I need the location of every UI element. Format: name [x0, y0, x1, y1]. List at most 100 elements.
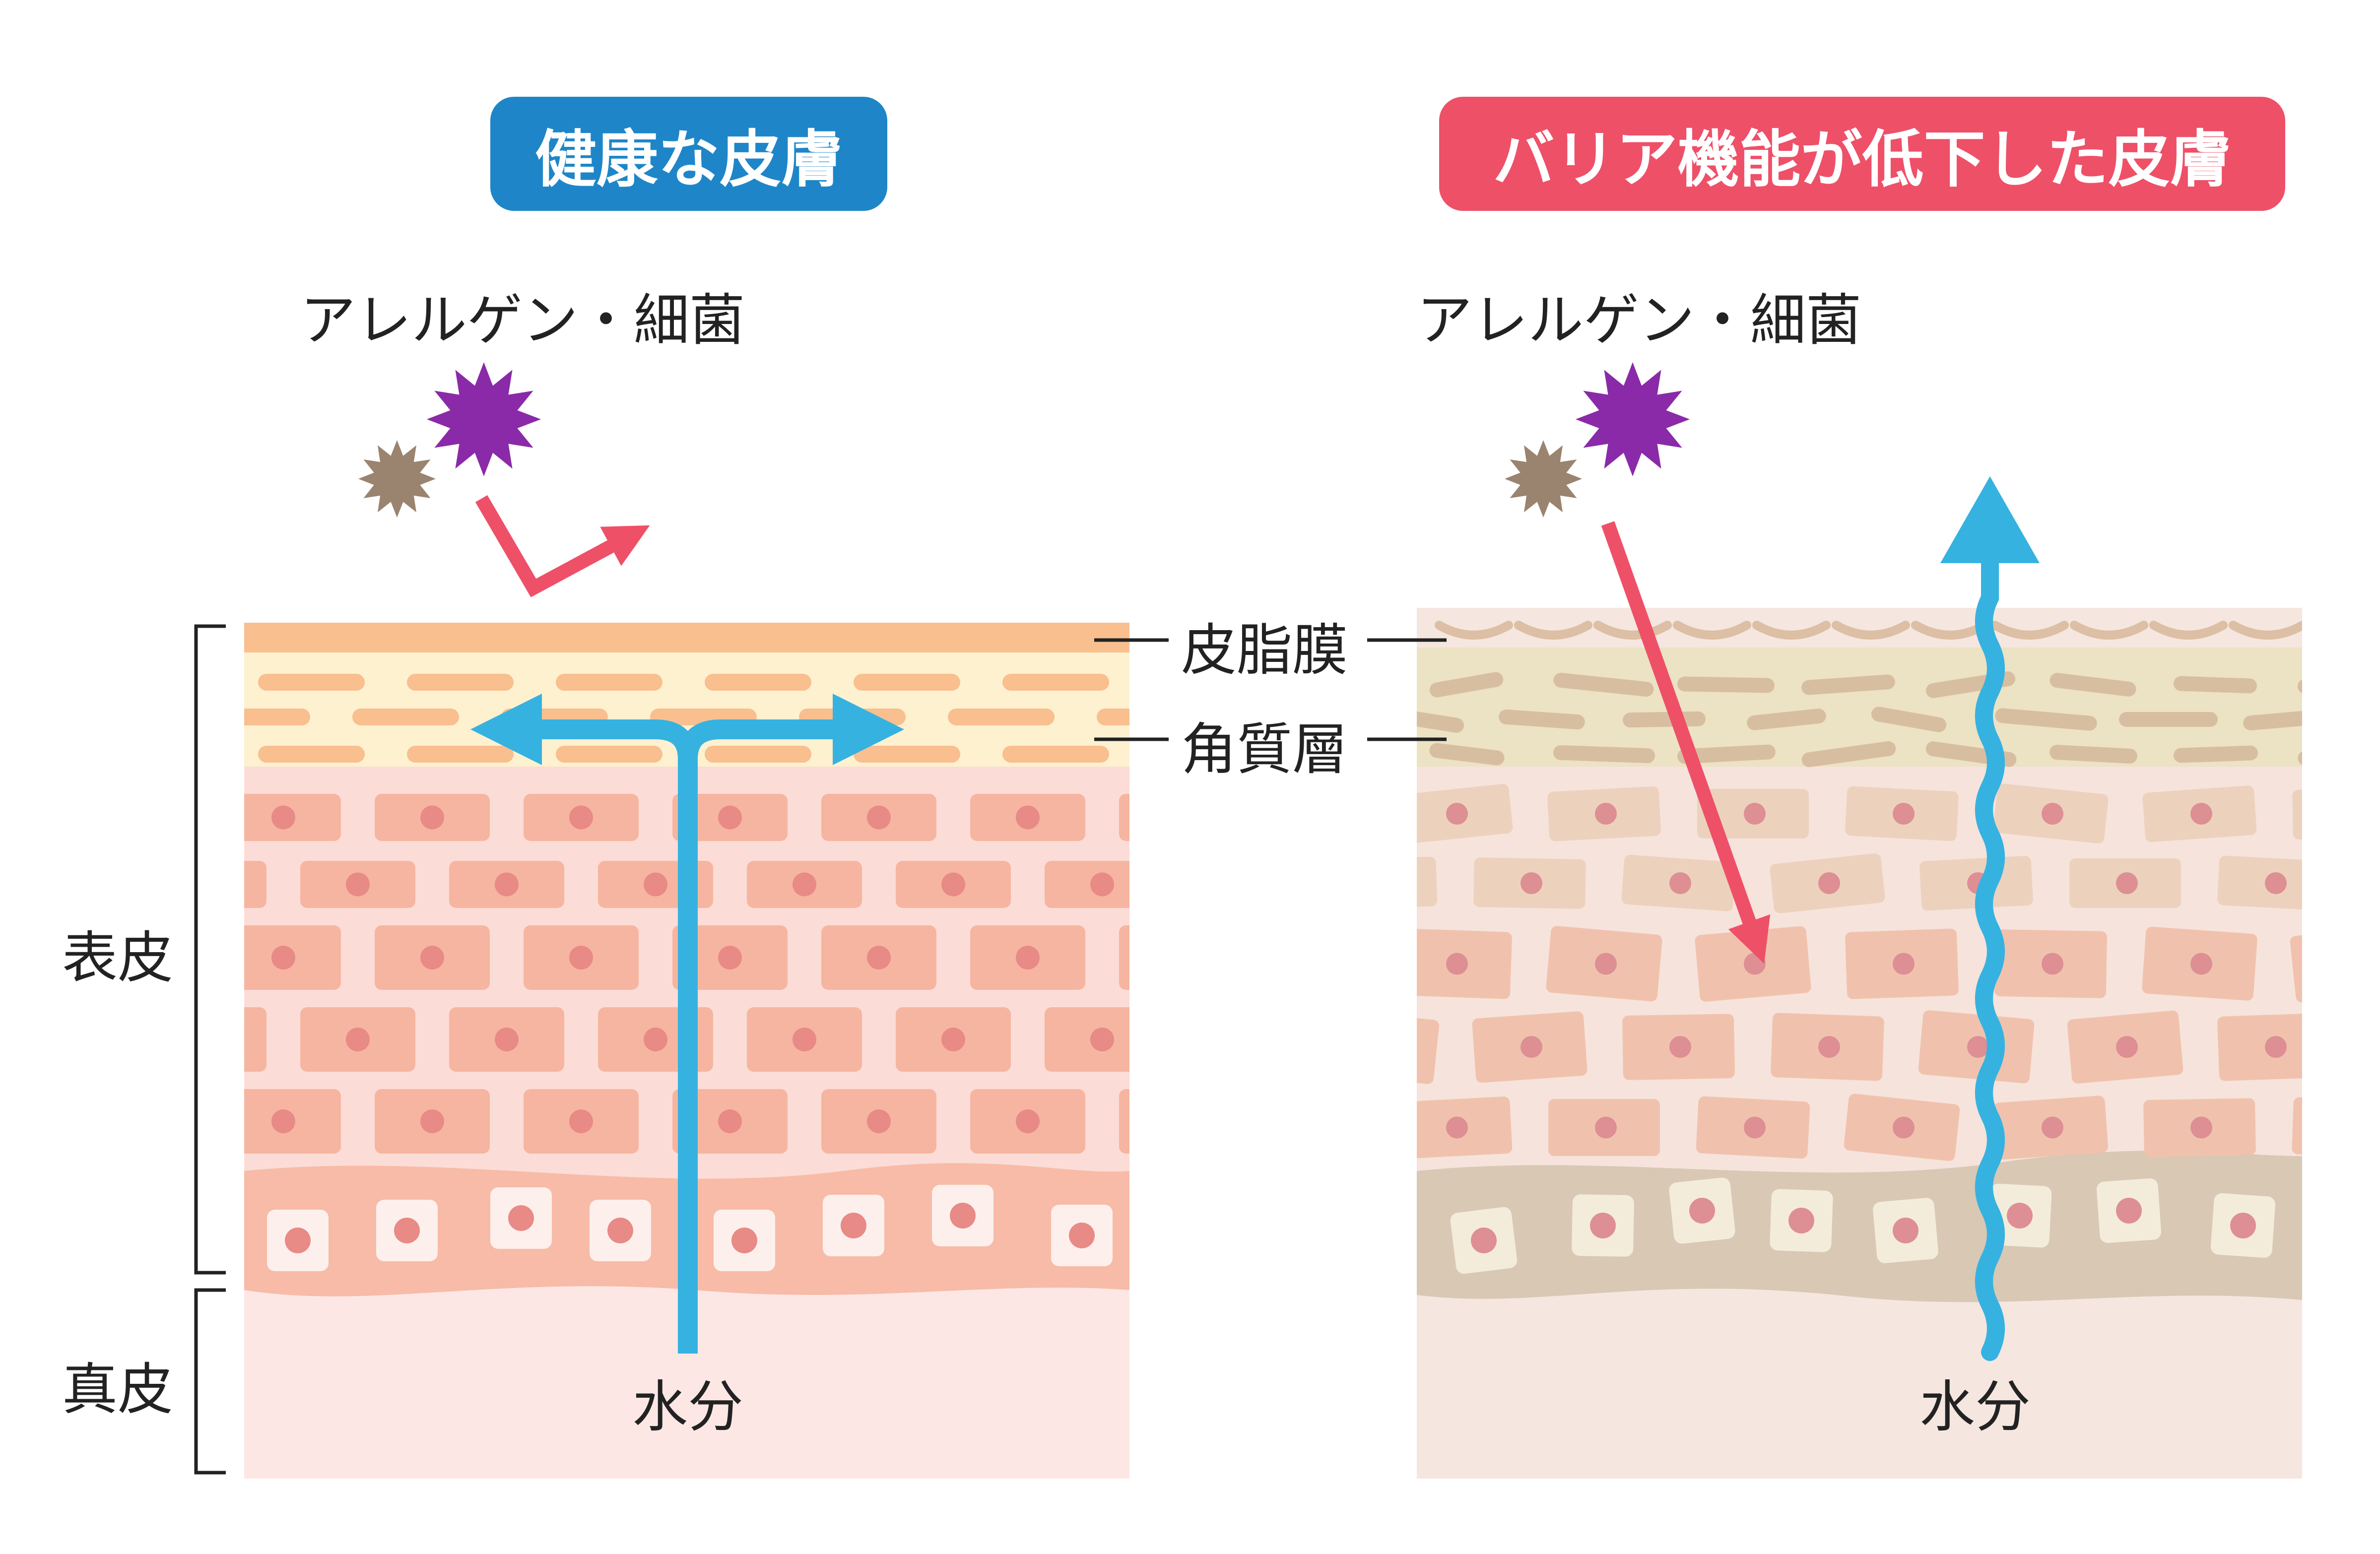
cell-nucleus	[1016, 805, 1040, 830]
sebum-flake	[1752, 621, 1831, 640]
cell-nucleus	[607, 1218, 633, 1243]
epidermis-bracket	[194, 624, 226, 1275]
corneum-flake	[2049, 673, 2136, 697]
cell-nucleus	[495, 872, 519, 897]
cell-nucleus	[1744, 953, 1766, 975]
cell-nucleus	[2339, 803, 2361, 825]
cell-nucleus	[718, 805, 742, 830]
cell-nucleus	[197, 1028, 221, 1051]
corneum-flake	[258, 674, 365, 691]
corneum-flake	[854, 746, 960, 763]
cell-nucleus	[793, 1028, 816, 1051]
healthy-sebum-film	[244, 623, 1129, 652]
corneum-flake	[1429, 672, 1504, 698]
corneum-flake	[2298, 675, 2302, 694]
cell-nucleus	[731, 1228, 757, 1253]
epidermis-cell	[1119, 925, 1129, 990]
cell-nucleus	[271, 1109, 295, 1133]
cell-nucleus	[1689, 1198, 1715, 1224]
corneum-flake	[948, 709, 1055, 725]
cell-nucleus	[1595, 803, 1617, 825]
cell-nucleus	[2190, 1116, 2212, 1139]
epidermis-cell	[244, 1007, 266, 1072]
corneum-flake	[556, 674, 662, 691]
dermis-bracket	[194, 1288, 226, 1475]
corneum-flake	[705, 674, 811, 691]
damaged-sebum-flakes	[1435, 621, 2302, 640]
cell-nucleus	[2042, 1116, 2063, 1139]
healthy-basal-cells	[267, 1185, 1113, 1271]
cell-nucleus	[1669, 872, 1691, 894]
cell-nucleus	[2339, 1117, 2361, 1139]
corneum-flake	[2049, 745, 2137, 764]
cell-nucleus	[1818, 872, 1840, 894]
sebum-flake	[2070, 621, 2148, 640]
cell-nucleus	[1446, 803, 1468, 825]
sebum-flake	[1593, 621, 1672, 640]
sebum-label: 皮脂膜	[1181, 618, 1348, 683]
cell-nucleus	[285, 1228, 311, 1253]
allergen-star-icon	[427, 362, 541, 476]
cell-nucleus	[1595, 953, 1617, 975]
cell-nucleus	[2007, 1203, 2033, 1229]
cell-nucleus	[2042, 803, 2063, 825]
cell-nucleus	[271, 946, 295, 970]
corneum-flake	[1677, 744, 1776, 764]
cell-nucleus	[1372, 872, 1393, 894]
stratum-corneum-label: 角質層	[1181, 717, 1348, 782]
cell-nucleus	[1471, 1228, 1497, 1253]
cell-nucleus	[346, 872, 370, 897]
corneum-flake	[2174, 676, 2257, 694]
bacteria-star-icon	[358, 440, 436, 518]
cell-nucleus	[1372, 1036, 1393, 1058]
corneum-flake	[2243, 708, 2302, 731]
cell-nucleus	[867, 946, 891, 970]
cell-nucleus	[2042, 953, 2063, 975]
epidermis-cell	[244, 861, 266, 908]
cell-nucleus	[2339, 953, 2361, 975]
epidermis-cell	[1119, 1089, 1129, 1154]
cell-nucleus	[1165, 1109, 1189, 1133]
damaged-basal-layer	[1417, 1151, 2302, 1302]
corneum-flake	[407, 674, 514, 691]
cell-nucleus	[1090, 1028, 1114, 1051]
cell-nucleus	[197, 873, 221, 897]
cell-nucleus	[1893, 1218, 1918, 1243]
cell-nucleus	[950, 1203, 976, 1229]
damaged-skin-title: バリア機能が低下した皮膚	[1439, 97, 2285, 211]
healthy-skin-title: 健康な皮膚	[490, 97, 887, 211]
corneum-flake	[258, 746, 365, 763]
corneum-flake	[1429, 743, 1505, 766]
epidermis-cell	[2290, 925, 2302, 1003]
epidermis-cell	[1119, 794, 1129, 841]
water-escape-arrow	[1975, 552, 2005, 1361]
cell-nucleus	[495, 1028, 519, 1051]
cell-nucleus	[2265, 872, 2287, 894]
corneum-flake	[2298, 742, 2302, 766]
cell-nucleus	[1165, 946, 1189, 970]
cell-nucleus	[1069, 1223, 1095, 1248]
cell-nucleus	[1669, 1036, 1691, 1058]
allergen-label-left: アレルゲン・細菌	[300, 288, 745, 353]
cell-nucleus	[394, 1218, 420, 1243]
cell-nucleus	[2116, 1036, 2138, 1058]
sebum-flake	[1435, 621, 1513, 640]
corneum-flake	[1995, 708, 2097, 731]
epidermis-cell	[2292, 1097, 2302, 1158]
cell-nucleus	[569, 946, 593, 970]
cell-nucleus	[718, 946, 742, 970]
cell-nucleus	[793, 872, 816, 897]
allergen-bounce-arrow	[475, 495, 650, 597]
corneum-flake	[1801, 674, 1895, 695]
cell-nucleus	[271, 805, 295, 830]
water-label-right: 水分	[1919, 1375, 2031, 1439]
corneum-flake	[1801, 741, 1896, 768]
corneum-flake	[352, 709, 459, 725]
sebum-flake	[2229, 621, 2302, 640]
bacteria-star-icon	[1505, 440, 1582, 518]
corneum-flake	[407, 746, 514, 763]
sebum-flake	[1673, 621, 1751, 640]
cell-nucleus	[2265, 1036, 2287, 1058]
